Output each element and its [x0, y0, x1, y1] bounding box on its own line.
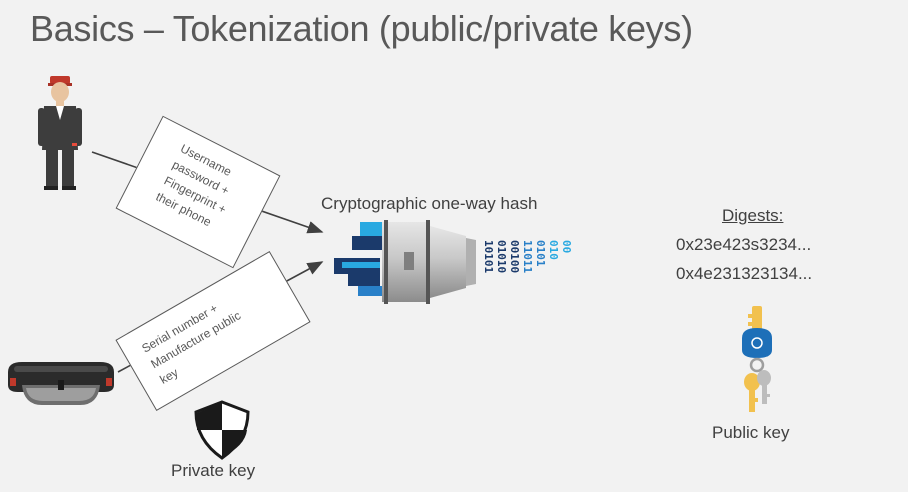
binary-column: 01010 [495, 240, 508, 273]
slide-title: Basics – Tokenization (public/private ke… [30, 8, 693, 49]
shield-icon [194, 400, 250, 460]
digests-title: Digests: [722, 206, 784, 225]
binary-column: 010 [547, 240, 560, 260]
binary-column: 11011 [521, 240, 534, 273]
binary-column: 00100 [508, 240, 521, 273]
hash-label: Cryptographic one-way hash [321, 194, 538, 213]
digest-value: 0x23e423s3234... [676, 235, 812, 254]
public-key-label: Public key [712, 423, 790, 442]
hash-machine-icon [334, 220, 476, 304]
mixed-reality-headset-icon [8, 362, 114, 405]
keys-icon [742, 306, 772, 412]
digest-value: 0x4e231323134... [676, 264, 813, 283]
binary-column: 10101 [482, 240, 495, 273]
binary-column: 00 [560, 240, 573, 253]
person-icon [38, 76, 82, 190]
binary-column: 0101 [534, 240, 547, 267]
private-key-label: Private key [171, 461, 256, 480]
